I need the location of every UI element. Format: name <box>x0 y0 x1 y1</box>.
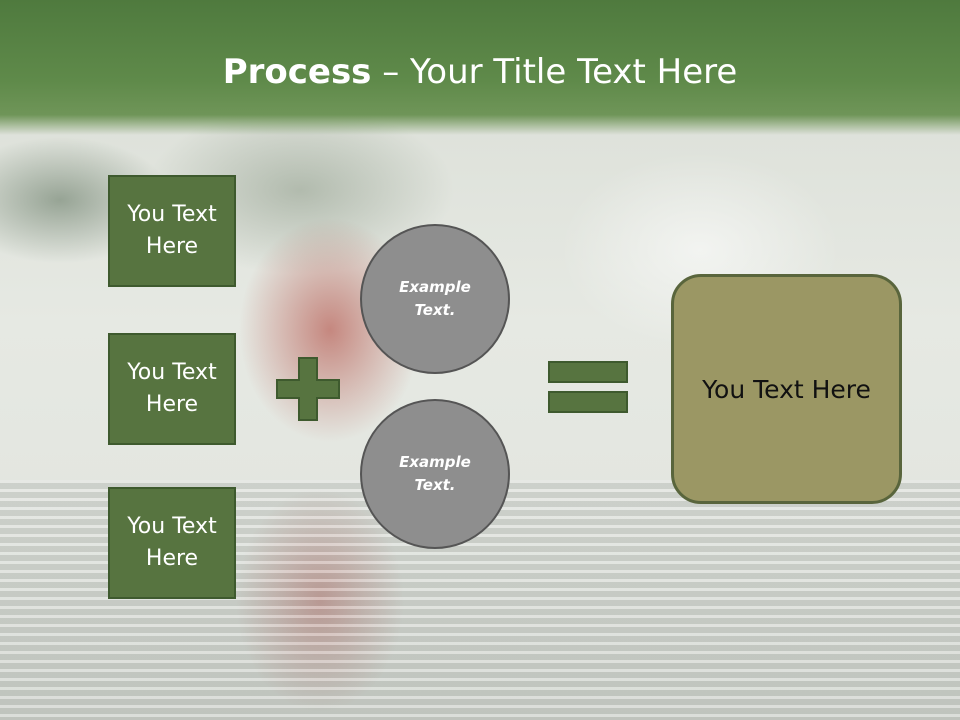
example-circle-1[interactable]: Example Text. <box>360 224 510 374</box>
circle-label: Example Text. <box>399 453 471 494</box>
text-box-label: You Text Here <box>127 202 217 259</box>
plus-icon <box>276 357 340 421</box>
result-box[interactable]: You Text Here <box>671 274 902 504</box>
text-box-1[interactable]: You Text Here <box>108 175 236 287</box>
text-box-3[interactable]: You Text Here <box>108 487 236 599</box>
text-box-2[interactable]: You Text Here <box>108 333 236 445</box>
result-label: You Text Here <box>702 374 871 404</box>
slide-title[interactable]: Process – Your Title Text Here <box>0 52 960 92</box>
text-box-label: You Text Here <box>127 360 217 417</box>
title-bold: Process <box>222 52 372 92</box>
text-box-label: You Text Here <box>127 514 217 571</box>
title-bar <box>0 0 960 135</box>
circle-label: Example Text. <box>399 278 471 319</box>
example-circle-2[interactable]: Example Text. <box>360 399 510 549</box>
equals-icon <box>548 361 628 413</box>
title-rest: – Your Title Text Here <box>371 52 738 92</box>
